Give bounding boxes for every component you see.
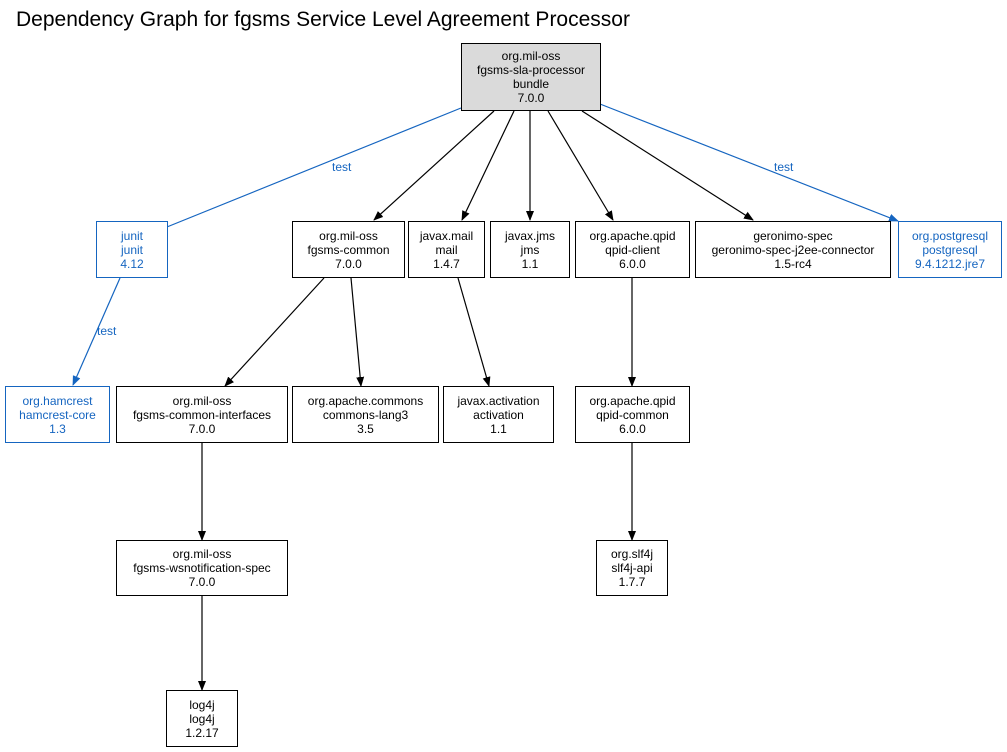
node-geronimo-spec[interactable]: geronimo-spec geronimo-spec-j2ee-connect… [695, 221, 891, 278]
node-artifact: fgsms-common [307, 242, 390, 257]
edge-root-fgsms-common [373, 110, 495, 221]
node-artifact: mail [435, 242, 458, 257]
node-version: 7.0.0 [188, 575, 216, 589]
node-version: 1.1 [521, 256, 539, 271]
edge-root-postgresql [599, 103, 899, 222]
node-group: org.mil-oss [319, 228, 378, 243]
node-artifact: postgresql [922, 242, 978, 257]
edge-common-interfaces [224, 277, 325, 387]
node-qpid-common[interactable]: org.apache.qpid qpid-common 6.0.0 [575, 386, 690, 443]
node-postgresql[interactable]: org.postgresql postgresql 9.4.1212.jre7 [898, 221, 1002, 278]
edge-mail-activation [457, 277, 491, 387]
node-artifact: junit [120, 242, 143, 257]
node-artifact: activation [473, 407, 524, 422]
node-version: 7.0.0 [188, 421, 216, 436]
node-group: org.mil-oss [172, 547, 232, 561]
node-group: org.hamcrest [22, 393, 93, 408]
node-group: org.apache.commons [307, 393, 424, 408]
node-artifact: slf4j-api [611, 561, 653, 575]
node-version: 1.2.17 [185, 725, 219, 740]
edge-junit-hamcrest [72, 277, 121, 386]
node-slf4j-api[interactable]: org.slf4j slf4j-api 1.7.7 [596, 540, 668, 596]
edge-root-mail [461, 110, 515, 221]
node-fgsms-wsnotification-spec[interactable]: org.mil-oss fgsms-wsnotification-spec 7.… [116, 540, 288, 596]
node-artifact: geronimo-spec-j2ee-connector [711, 242, 875, 257]
node-group: org.mil-oss [501, 49, 561, 63]
node-version: 1.4.7 [433, 256, 460, 271]
node-group: org.slf4j [610, 547, 654, 561]
node-fgsms-common-interfaces[interactable]: org.mil-oss fgsms-common-interfaces 7.0.… [116, 386, 288, 443]
node-version: 1.3 [49, 421, 66, 436]
node-group: javax.jms [504, 228, 555, 243]
node-group: org.postgresql [911, 228, 989, 243]
edge-common-lang3 [350, 277, 365, 387]
node-hamcrest-core[interactable]: org.hamcrest hamcrest-core 1.3 [5, 386, 110, 443]
node-junit[interactable]: junit junit 4.12 [96, 221, 168, 278]
node-version: 1.1 [490, 421, 507, 436]
edge-root-geronimo [581, 110, 754, 221]
node-group: javax.activation [457, 393, 540, 408]
node-artifact: fgsms-wsnotification-spec [133, 561, 271, 575]
node-version: 6.0.0 [619, 256, 646, 271]
node-group: geronimo-spec [753, 228, 833, 243]
edge-label-root-junit: test [332, 160, 352, 174]
node-artifact: hamcrest-core [19, 407, 96, 422]
node-artifact: qpid-common [596, 407, 669, 422]
node-artifact: jms [520, 242, 540, 257]
node-group: javax.mail [419, 228, 474, 243]
node-version: 1.5-rc4 [774, 256, 812, 271]
node-artifact: fgsms-common-interfaces [132, 407, 272, 422]
node-group: org.apache.qpid [589, 393, 676, 408]
node-activation[interactable]: javax.activation activation 1.1 [443, 386, 554, 443]
diagram-title: Dependency Graph for fgsms Service Level… [16, 8, 630, 31]
node-qpid-client[interactable]: org.apache.qpid qpid-client 6.0.0 [575, 221, 690, 278]
edge-root-junit [156, 107, 462, 232]
node-version: 7.0.0 [517, 91, 545, 105]
node-fgsms-sla-processor[interactable]: org.mil-oss fgsms-sla-processor bundle 7… [461, 43, 601, 111]
node-commons-lang3[interactable]: org.apache.commons commons-lang3 3.5 [292, 386, 439, 443]
node-version: 7.0.0 [335, 256, 362, 271]
node-version: 6.0.0 [619, 421, 646, 436]
node-group: org.apache.qpid [589, 228, 676, 243]
edge-label-root-postgresql: test [774, 160, 794, 174]
edge-root-qpid-client [547, 110, 614, 221]
node-artifact: fgsms-sla-processor [476, 63, 586, 77]
node-version: 1.7.7 [618, 575, 646, 589]
node-group: org.mil-oss [172, 393, 232, 408]
node-mail[interactable]: javax.mail mail 1.4.7 [408, 221, 485, 278]
node-group: junit [120, 228, 143, 243]
node-artifact: qpid-client [605, 242, 660, 257]
node-version: 4.12 [120, 256, 144, 271]
node-fgsms-common[interactable]: org.mil-oss fgsms-common 7.0.0 [292, 221, 405, 278]
node-type: bundle [512, 77, 550, 91]
node-group: log4j [189, 697, 215, 712]
node-log4j[interactable]: log4j log4j 1.2.17 [166, 690, 238, 747]
node-artifact: commons-lang3 [322, 407, 409, 422]
node-artifact: log4j [189, 711, 215, 726]
edge-label-junit-hamcrest: test [97, 324, 117, 338]
node-version: 3.5 [357, 421, 374, 436]
node-jms[interactable]: javax.jms jms 1.1 [490, 221, 570, 278]
node-version: 9.4.1212.jre7 [914, 256, 986, 271]
